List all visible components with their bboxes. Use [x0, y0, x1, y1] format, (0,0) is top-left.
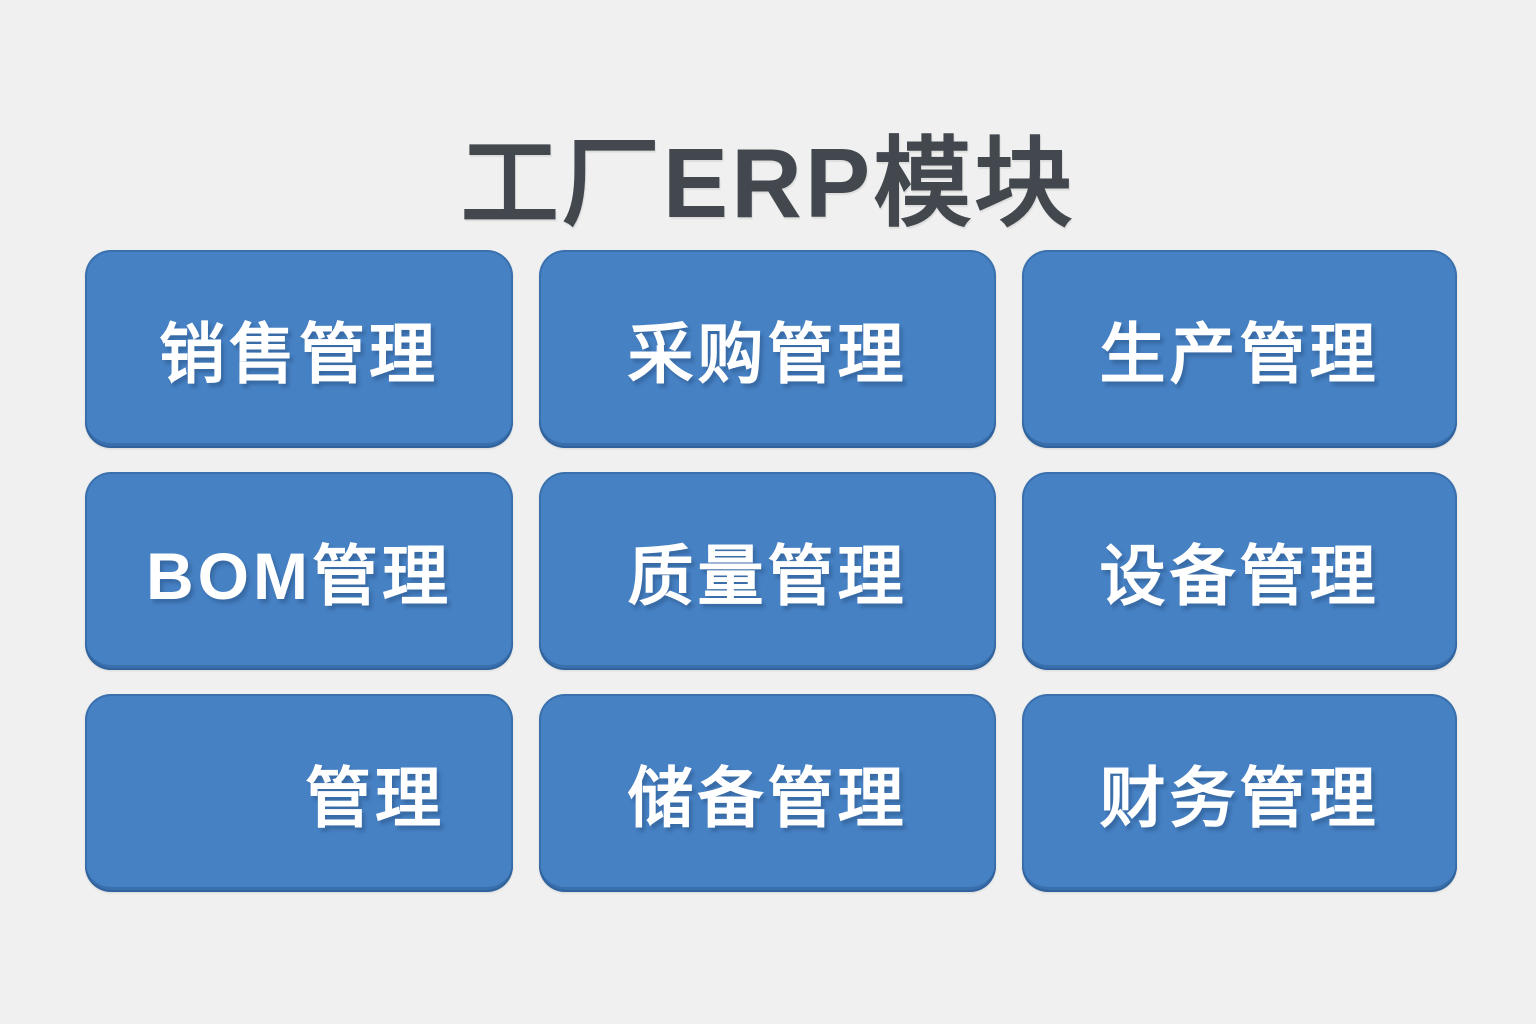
module-card-equipment: 设备管理	[1022, 472, 1457, 670]
module-card-quality: 质量管理	[539, 472, 996, 670]
module-card-storage: 储备管理	[539, 694, 996, 892]
module-grid: 销售管理 采购管理 生产管理 BOM管理 质量管理 设备管理 管理 储备管理 财…	[85, 250, 1457, 892]
module-label-management-partial: 管理	[305, 761, 445, 835]
module-card-procurement: 采购管理	[539, 250, 996, 448]
module-label-bom: BOM管理	[146, 539, 452, 613]
module-label-procurement: 采购管理	[627, 317, 908, 391]
module-label-quality: 质量管理	[627, 539, 908, 613]
module-label-finance: 财务管理	[1099, 761, 1380, 835]
module-card-finance: 财务管理	[1022, 694, 1457, 892]
module-card-sales: 销售管理	[85, 250, 513, 448]
page-title: 工厂ERP模块	[460, 127, 1076, 238]
module-card-management-partial: 管理	[85, 694, 513, 892]
module-card-production: 生产管理	[1022, 250, 1457, 448]
module-label-production: 生产管理	[1099, 317, 1380, 391]
module-card-bom: BOM管理	[85, 472, 513, 670]
module-label-sales: 销售管理	[159, 317, 439, 391]
module-label-equipment: 设备管理	[1099, 539, 1380, 613]
module-label-storage: 储备管理	[627, 761, 908, 835]
